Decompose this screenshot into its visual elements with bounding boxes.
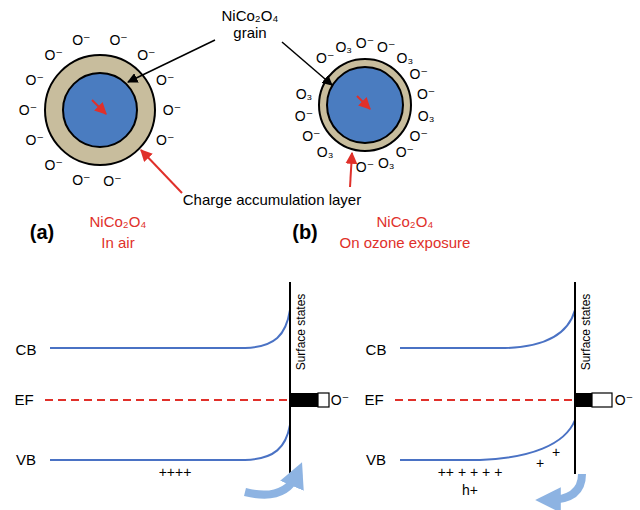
red-arrow xyxy=(357,96,370,109)
ion-label: O⁻ xyxy=(331,392,349,408)
band-label: EF xyxy=(364,391,383,408)
surface-state-empty xyxy=(318,393,329,407)
panel-title: NiCo₂O₄ xyxy=(377,213,434,230)
ion-label: O₃ xyxy=(397,49,414,65)
ion-label: O⁻ xyxy=(316,49,334,65)
conduction-band xyxy=(50,310,290,348)
ion-label: O⁻ xyxy=(103,173,121,189)
fermi-level xyxy=(45,399,290,401)
surface-state-filled xyxy=(575,393,592,407)
red-leader xyxy=(350,153,352,187)
band-label: CB xyxy=(366,341,387,358)
ion-label: O₃ xyxy=(296,86,313,102)
ion-label: O⁻ xyxy=(19,102,37,118)
conduction-band xyxy=(400,310,575,348)
ion-label: O⁻ xyxy=(109,32,127,48)
panel-title: In air xyxy=(101,234,134,251)
transfer-arrow xyxy=(548,474,582,500)
hole-mark: ++++ xyxy=(159,464,192,480)
transfer-arrow xyxy=(245,474,297,495)
ion-label: O⁻ xyxy=(45,157,63,173)
surface-state-filled xyxy=(290,393,318,407)
valence-band xyxy=(50,425,290,460)
ion-label: O⁻ xyxy=(26,72,44,88)
ion-label: O⁻ xyxy=(163,102,181,118)
surface-label: Surface states xyxy=(295,294,309,371)
ion-label: O⁻ xyxy=(302,128,320,144)
panel-letter: (b) xyxy=(292,221,318,244)
ion-label: O⁻ xyxy=(137,47,155,63)
ion-label: O⁻ xyxy=(396,144,414,160)
ion-label: O₃ xyxy=(335,39,352,55)
panel-title: NiCo₂O₄ xyxy=(90,213,147,230)
ion-label: O⁻ xyxy=(156,72,174,88)
band-label: VB xyxy=(366,451,386,468)
hole-mark: + xyxy=(536,455,544,471)
ion-label: O⁻ xyxy=(410,128,428,144)
charge-layer xyxy=(45,55,155,165)
valence-band xyxy=(400,420,575,460)
panel-title: On ozone exposure xyxy=(340,234,471,251)
ion-label: O⁻ xyxy=(72,171,90,187)
surface-line xyxy=(574,282,576,474)
band-label: EF xyxy=(14,391,33,408)
ion-label: O⁻ xyxy=(45,47,63,63)
ion-label: O⁻ xyxy=(356,35,374,51)
ion-label: O⁻ xyxy=(410,66,428,82)
panel-letter: (a) xyxy=(30,221,54,244)
ion-label: O⁻ xyxy=(377,39,395,55)
ion-label: O⁻ xyxy=(295,108,313,124)
ion-label: O⁻ xyxy=(615,392,633,408)
ion-label: O⁻ xyxy=(417,86,435,102)
band-label: VB xyxy=(16,451,36,468)
ion-label: O₃ xyxy=(418,108,435,124)
band-label: CB xyxy=(16,341,37,358)
hole-mark: ++ + + + + xyxy=(438,464,503,480)
ion-label: O₃ xyxy=(378,155,395,171)
charge-layer xyxy=(319,59,411,151)
hole-mark: + xyxy=(552,444,560,460)
ion-label: O₃ xyxy=(317,144,334,160)
grain-core xyxy=(63,73,137,147)
red-leader xyxy=(141,150,182,193)
surface-state-empty xyxy=(592,393,612,407)
ion-label: O⁻ xyxy=(72,32,90,48)
grain-core xyxy=(327,67,403,143)
hole-label: h+ xyxy=(462,482,478,498)
red-arrow xyxy=(92,100,106,114)
surface-line xyxy=(289,282,291,474)
layer-label: Charge accumulation layer xyxy=(183,191,361,208)
ion-label: O⁻ xyxy=(156,132,174,148)
ion-label: O⁻ xyxy=(26,132,44,148)
ion-label: O⁻ xyxy=(356,159,374,175)
surface-label: Surface states xyxy=(580,294,594,371)
fermi-level xyxy=(395,399,575,401)
grain-label: NiCo₂O₄ grain xyxy=(210,7,290,42)
